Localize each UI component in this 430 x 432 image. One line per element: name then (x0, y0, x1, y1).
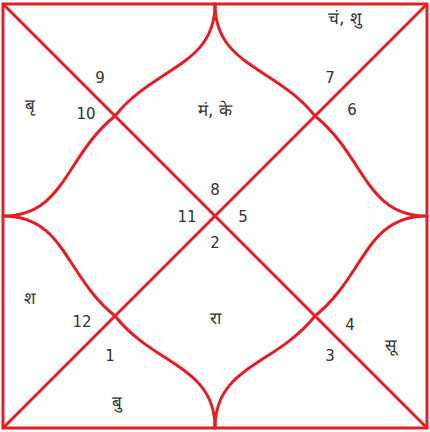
house-cell: 4 सू (342, 313, 398, 358)
house-curve (315, 116, 427, 216)
house-number: 10 (76, 105, 95, 123)
planet-label: श (24, 288, 36, 308)
planet-label: सू (385, 335, 396, 355)
planet-label: मं, के (198, 100, 232, 120)
house-curve (115, 316, 215, 428)
chart-diagonal (3, 4, 427, 428)
house-curve (215, 4, 315, 116)
house-number: 3 (325, 347, 335, 365)
house-curve (3, 116, 115, 216)
house-number: 12 (72, 313, 91, 331)
planet-label: बु (112, 392, 122, 412)
house-cell: चं, शु 7 (322, 5, 365, 90)
chart-border (3, 4, 427, 428)
house-cell: 5 (235, 205, 251, 229)
house-number: 1 (105, 347, 115, 365)
house-number: 11 (177, 208, 196, 226)
house-number: 8 (210, 181, 220, 199)
house-cell: 11 (174, 205, 199, 229)
house-cell: 1 बु (102, 344, 125, 415)
house-number: 7 (325, 69, 335, 87)
house-cell: बृ 10 (22, 92, 99, 126)
house-number: 6 (347, 101, 357, 119)
house-curve (315, 216, 427, 316)
house-cell: मं, के 8 (195, 97, 235, 202)
house-curve (215, 316, 315, 428)
house-cell: 2 रा (207, 231, 224, 331)
house-curve (3, 216, 115, 316)
planet-label: चं, शु (328, 8, 362, 28)
house-cell: 6 (344, 98, 360, 122)
house-number: 4 (345, 316, 355, 334)
house-number: 9 (95, 69, 105, 87)
planet-label: रा (210, 308, 221, 328)
chart-diagonal (3, 4, 427, 428)
house-curve (115, 4, 215, 116)
house-cell: 3 (322, 344, 338, 368)
house-number: 2 (210, 234, 220, 252)
house-cell: श 12 (21, 285, 95, 334)
house-number: 5 (238, 208, 248, 226)
planet-label: बृ (25, 95, 35, 115)
house-cell: 9 (92, 66, 108, 90)
